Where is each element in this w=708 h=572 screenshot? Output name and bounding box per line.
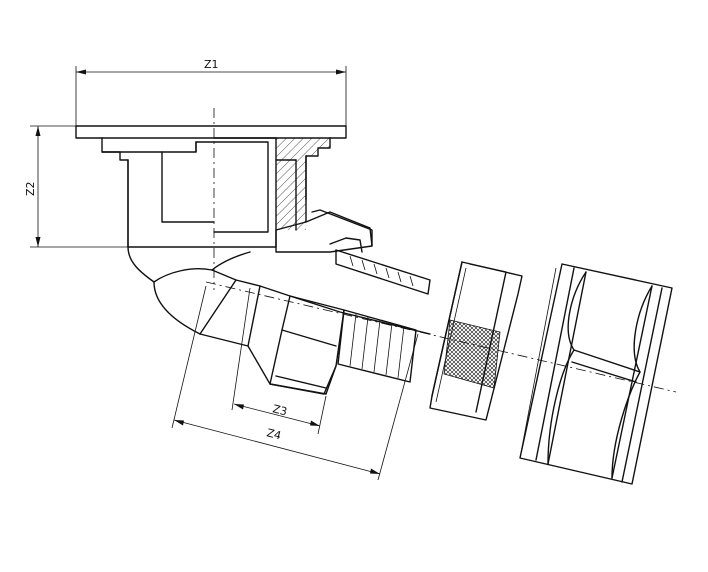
angled-branch — [127, 209, 677, 395]
dimension-z1: Z1 — [75, 58, 347, 126]
compression-ring — [429, 261, 523, 421]
dimension-label-z3: Z3 — [271, 402, 288, 418]
dimension-label-z2: Z2 — [24, 181, 37, 196]
dimension-label-z4: Z4 — [265, 426, 282, 442]
dimension-z3: Z3 — [231, 287, 327, 435]
dimension-z4: Z4 — [171, 285, 419, 481]
dimension-label-z1: Z1 — [204, 58, 219, 71]
elbow-body — [75, 108, 347, 290]
union-nut — [519, 263, 673, 485]
dimension-z2: Z2 — [24, 125, 130, 248]
